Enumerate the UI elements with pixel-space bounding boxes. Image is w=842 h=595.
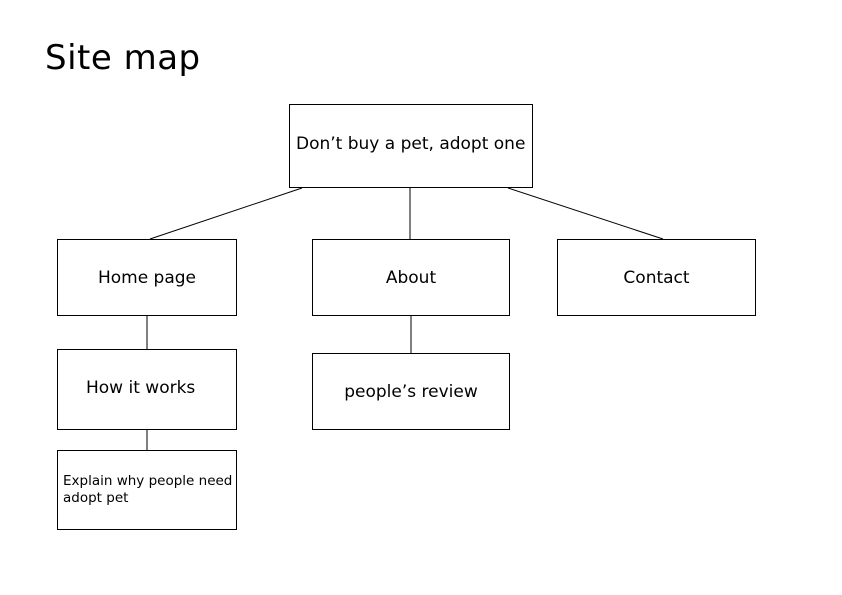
node-how-it-works-label: How it works: [86, 377, 196, 398]
node-root: Don’t buy a pet, adopt one: [289, 104, 533, 188]
node-contact: Contact: [557, 239, 756, 316]
edge-root-contact: [507, 187, 664, 240]
node-how-it-works: How it works: [57, 349, 237, 430]
edge-root-home: [149, 187, 303, 240]
node-contact-label: Contact: [623, 267, 690, 288]
node-peoples-review: people’s review: [312, 353, 510, 430]
node-peoples-review-label: people’s review: [344, 381, 478, 402]
node-root-label: Don’t buy a pet, adopt one: [296, 134, 526, 154]
node-about-label: About: [385, 267, 437, 288]
node-explain-label: Explain why people need adopt pet: [63, 473, 233, 506]
node-home-page-label: Home page: [97, 267, 197, 288]
page-title: Site map: [45, 38, 201, 78]
node-explain: Explain why people need adopt pet: [57, 450, 237, 530]
node-about: About: [312, 239, 510, 316]
node-home-page: Home page: [57, 239, 237, 316]
